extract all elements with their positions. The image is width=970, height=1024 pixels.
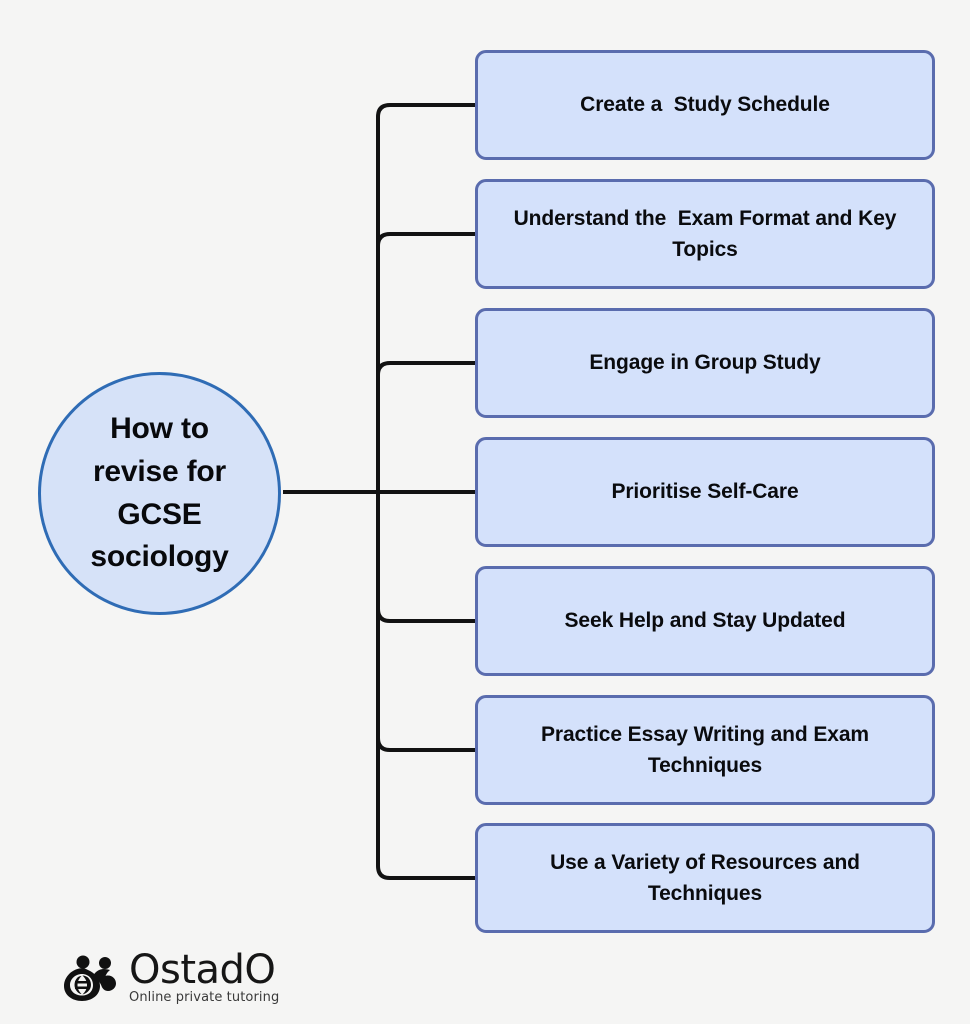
logo-wordmark: OstadO bbox=[129, 947, 276, 993]
branch-box-7-label: Use a Variety of Resources and Technique… bbox=[550, 850, 866, 906]
connector-branch-7 bbox=[376, 865, 475, 880]
logo-text-block: OstadO Online private tutoring bbox=[129, 950, 279, 1004]
branch-box-1[interactable]: Create a Study Schedule bbox=[475, 50, 935, 160]
branch-box-5-label: Seek Help and Stay Updated bbox=[564, 609, 846, 633]
branch-box-1-label: Create a Study Schedule bbox=[580, 93, 830, 117]
branch-box-6[interactable]: Practice Essay Writing and Exam Techniqu… bbox=[475, 695, 935, 805]
root-node-label: How to revise for GCSE sociology bbox=[90, 412, 229, 574]
branch-box-2[interactable]: Understand the Exam Format and Key Topic… bbox=[475, 179, 935, 289]
branch-box-3[interactable]: Engage in Group Study bbox=[475, 308, 935, 418]
ostado-infinity-people-icon bbox=[64, 955, 116, 1001]
connector-branch-6 bbox=[376, 737, 475, 752]
logo-tagline: Online private tutoring bbox=[129, 990, 280, 1005]
root-node[interactable]: How to revise for GCSE sociology bbox=[38, 372, 281, 615]
branch-box-6-label: Practice Essay Writing and Exam Techniqu… bbox=[541, 722, 875, 778]
branch-box-3-label: Engage in Group Study bbox=[589, 351, 821, 375]
branch-box-5[interactable]: Seek Help and Stay Updated bbox=[475, 566, 935, 676]
connector-branch-1 bbox=[376, 103, 475, 118]
branch-box-4[interactable]: Prioritise Self-Care bbox=[475, 437, 935, 547]
brand-logo[interactable]: OstadO Online private tutoring bbox=[62, 950, 279, 1004]
branch-box-7[interactable]: Use a Variety of Resources and Technique… bbox=[475, 823, 935, 933]
connector-branch-3 bbox=[376, 361, 475, 376]
branch-box-4-label: Prioritise Self-Care bbox=[611, 480, 799, 504]
branch-box-2-label: Understand the Exam Format and Key Topic… bbox=[513, 206, 903, 262]
connector-branch-2 bbox=[376, 232, 475, 247]
connector-branch-5 bbox=[376, 608, 475, 623]
